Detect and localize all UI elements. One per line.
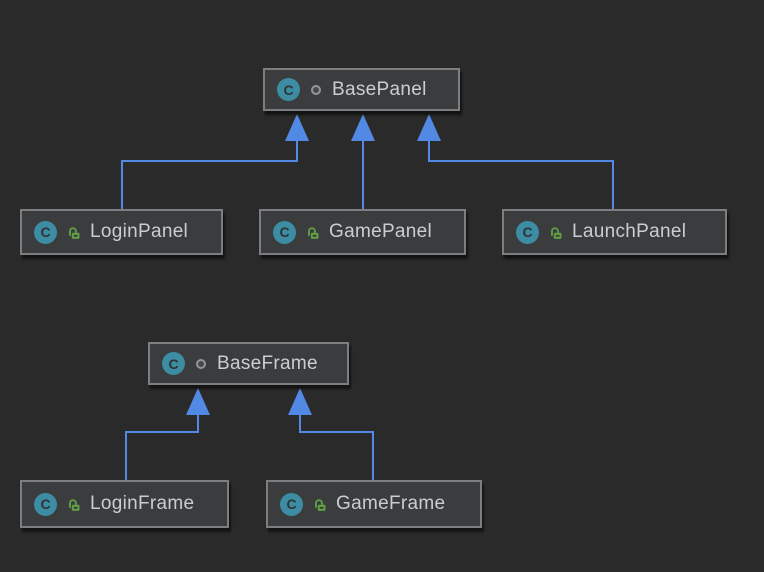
class-node-loginpanel[interactable]: C LoginPanel [20,209,223,255]
class-name-label: GamePanel [329,221,433,242]
class-icon: C [280,492,303,516]
class-name-label: GameFrame [336,493,446,514]
inheritance-edge-loginpanel-basepanel[interactable] [121,114,309,209]
inheritance-arrowhead [285,114,309,141]
class-icon: C [516,220,539,244]
public-open-lock-icon [69,226,80,239]
inheritance-arrowhead [351,114,375,141]
class-node-baseframe[interactable]: C BaseFrame [148,342,349,385]
class-name-label: BasePanel [332,78,427,100]
class-node-gamepanel[interactable]: C GamePanel [259,209,466,255]
public-open-lock-icon [315,498,326,511]
inheritance-edge-gamepanel-basepanel[interactable] [351,114,375,209]
inheritance-arrowhead [186,388,210,415]
public-open-lock-icon [551,226,562,239]
inheritance-edge-gameframe-baseframe[interactable] [288,388,374,480]
class-icon: C [273,220,296,244]
class-name-label: LaunchPanel [572,221,687,242]
inheritance-edge-launchpanel-basepanel[interactable] [417,114,614,209]
inheritance-arrowhead [288,388,312,415]
class-icon: C [34,220,57,244]
class-name-label: LoginPanel [90,221,189,242]
class-icon: C [277,78,300,101]
inheritance-arrowhead [417,114,441,141]
public-open-lock-icon [308,226,319,239]
class-node-loginframe[interactable]: C LoginFrame [20,480,229,528]
class-node-launchpanel[interactable]: C LaunchPanel [502,209,727,255]
package-local-visibility-icon [196,358,206,369]
class-icon: C [162,352,185,375]
public-open-lock-icon [69,498,80,511]
class-icon: C [34,492,57,516]
inheritance-edge-loginframe-baseframe[interactable] [125,388,210,480]
package-local-visibility-icon [311,84,321,95]
class-node-gameframe[interactable]: C GameFrame [266,480,482,528]
class-name-label: BaseFrame [217,352,318,374]
class-node-basepanel[interactable]: C BasePanel [263,68,460,111]
class-name-label: LoginFrame [90,493,195,514]
